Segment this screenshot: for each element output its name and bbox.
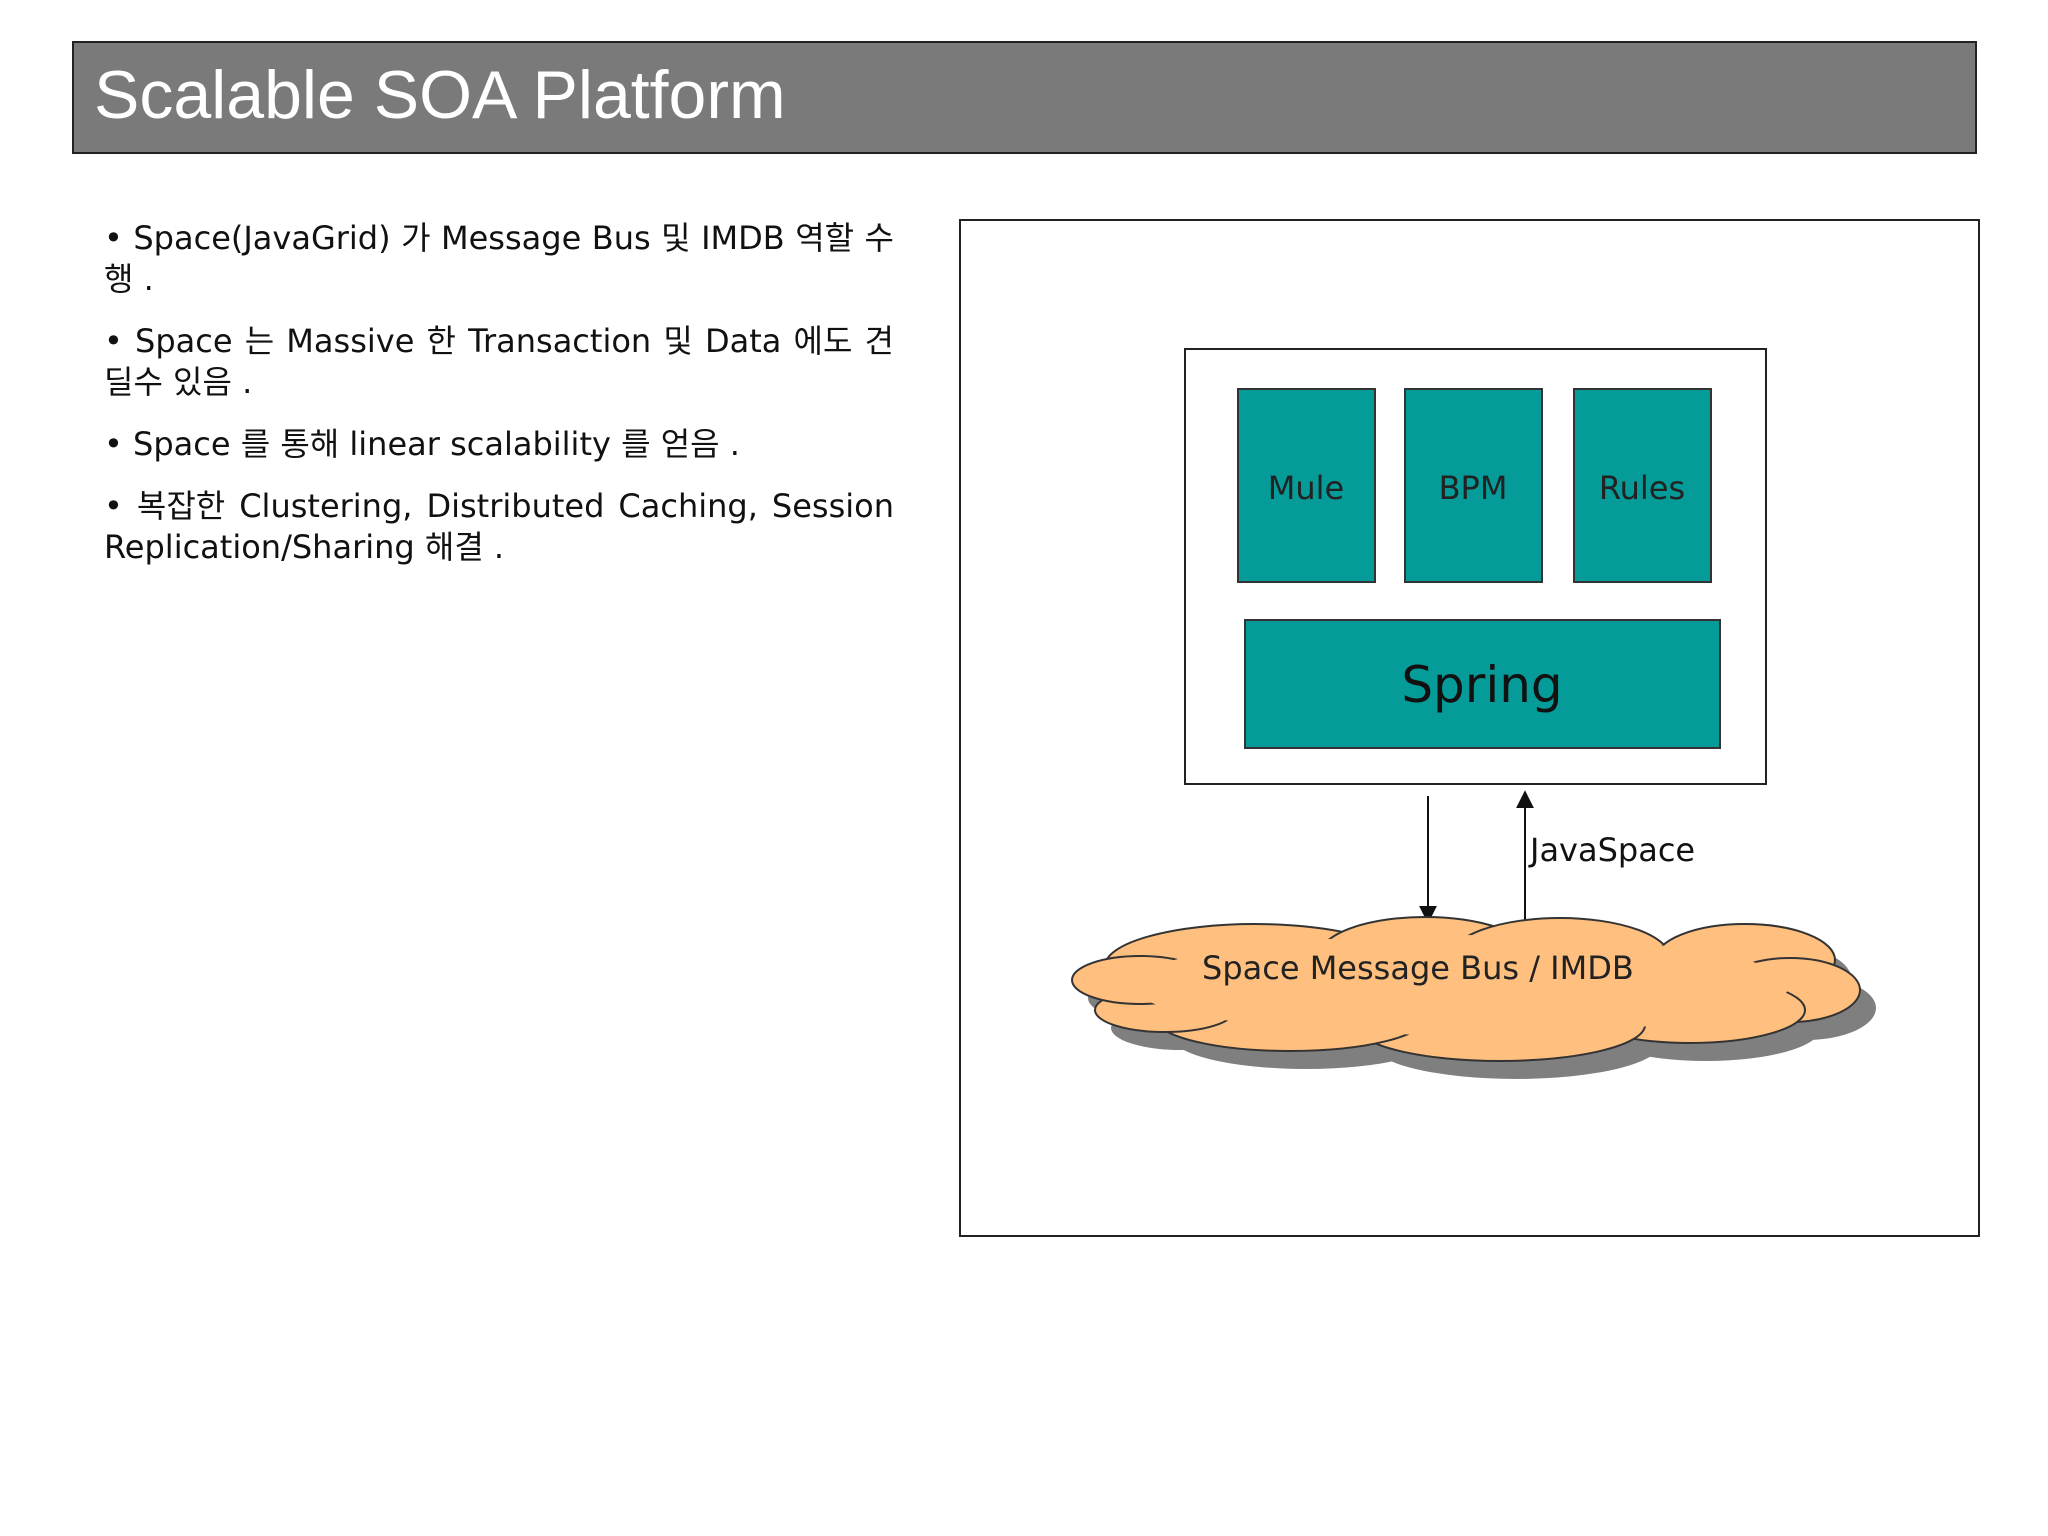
bullet-item: • Space 는 Massive 한 Transaction 및 Data 에… (104, 322, 894, 401)
diagram-frame (959, 219, 1980, 1237)
slide-title: Scalable SOA Platform (94, 57, 786, 133)
bullet-item: • Space(JavaGrid) 가 Message Bus 및 IMDB 역… (104, 219, 894, 298)
title-bar: Scalable SOA Platform (72, 41, 1977, 154)
bullet-item: • Space 를 통해 linear scalability 를 얻음 . (104, 425, 740, 463)
bullet-list: • Space(JavaGrid) 가 Message Bus 및 IMDB 역… (104, 218, 894, 589)
bullet-item: • 복잡한 Clustering, Distributed Caching, S… (104, 487, 894, 566)
